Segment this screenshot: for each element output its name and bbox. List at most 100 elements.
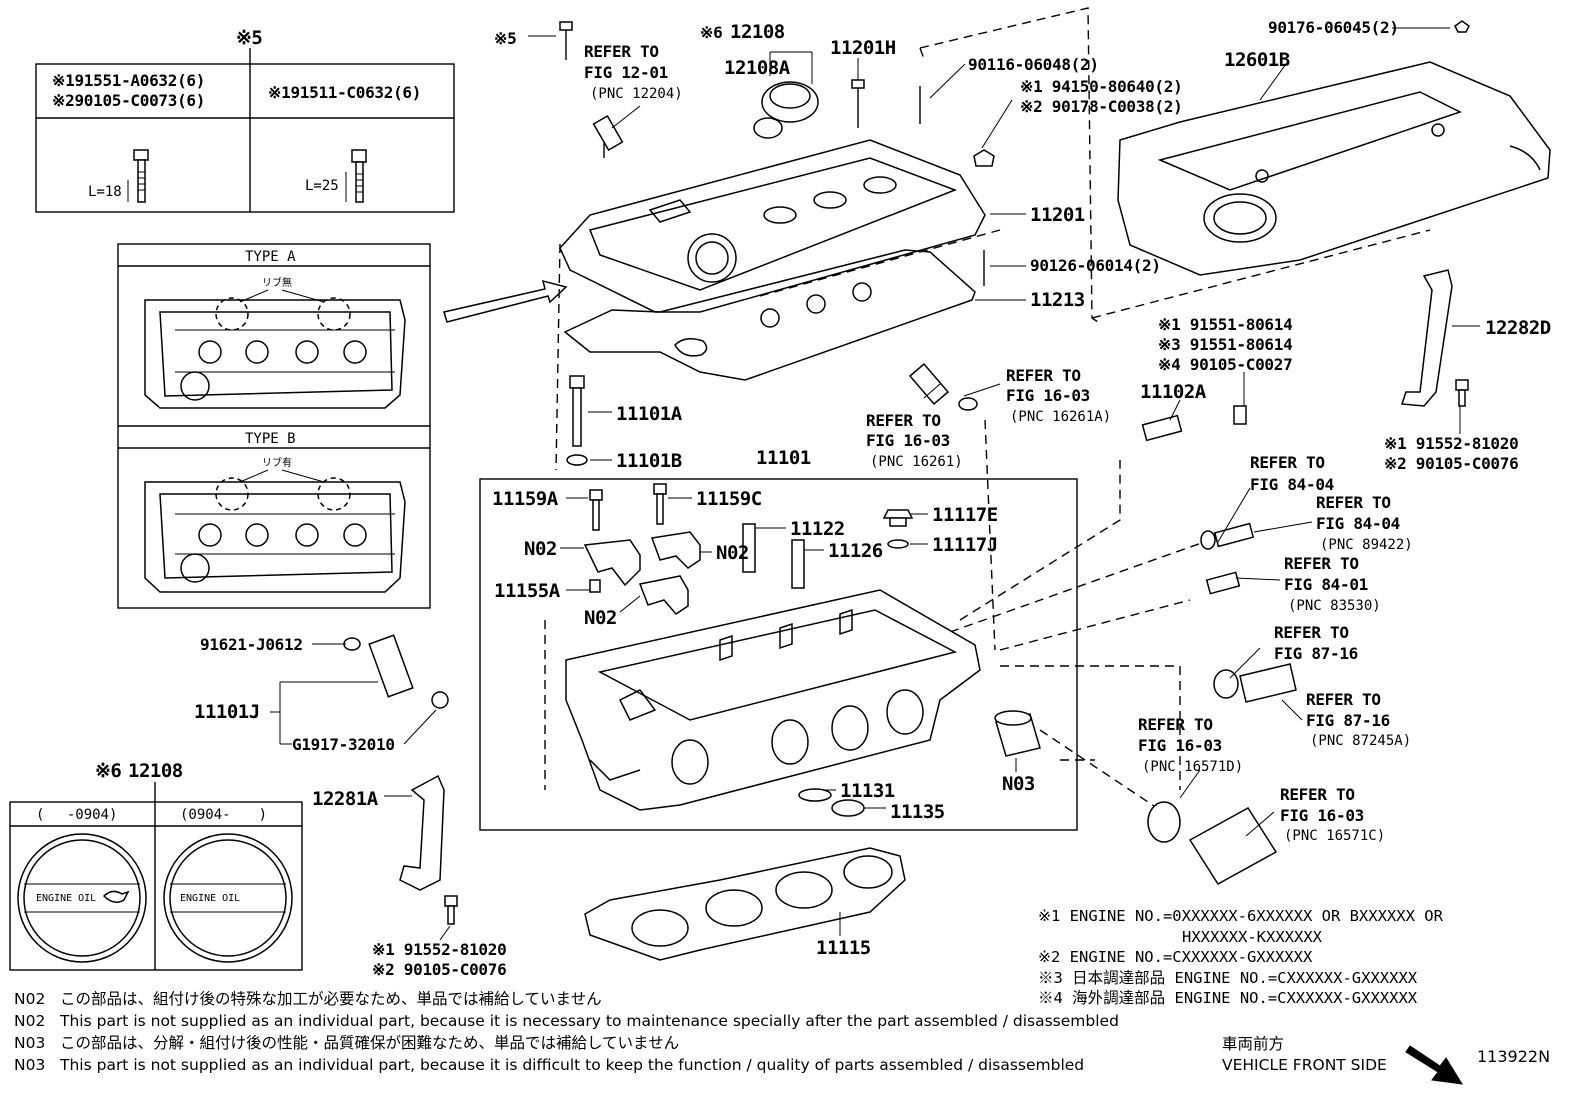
label-n02-a: N02: [524, 538, 557, 560]
label-refer-16-03a-2: FIG 16-03: [1006, 386, 1090, 405]
head-bolt-icon: [566, 375, 588, 466]
label-refer-16-03d-2: FIG 16-03: [1280, 806, 1364, 825]
label-11117E: 11117E: [932, 504, 998, 526]
label-90126: 90126-06014(2): [1030, 256, 1161, 275]
label-91621: 91621-J0612: [200, 635, 303, 654]
oil-cap-mark: ※6: [95, 760, 121, 782]
valve-cover-gasket-icon: [563, 249, 976, 381]
label-n02-c: N02: [584, 607, 617, 629]
label-refer-12-01-line1: REFER TO: [584, 42, 659, 61]
oil-cap-range-new: (0904- ): [180, 807, 267, 823]
front-direction-arrow-icon: [1405, 1045, 1463, 1085]
label-refer-87-16b-3: (PNC 87245A): [1310, 733, 1411, 749]
label-refer-16-03a-3: (PNC 16261A): [1010, 409, 1111, 425]
rib-yes-label: リブ有: [262, 456, 292, 469]
type-a-label: TYPE A: [245, 249, 296, 265]
bolt-l18-icon: [127, 149, 149, 203]
type-b-label: TYPE B: [245, 431, 296, 447]
label-11122: 11122: [790, 518, 845, 540]
bolt-length-18: L=18: [88, 184, 122, 200]
footnote-code: N03: [14, 1034, 46, 1052]
label-11201: 11201: [1030, 204, 1085, 226]
label-12108A: 12108A: [724, 57, 791, 79]
label-11102A: 11102A: [1140, 381, 1207, 403]
leader-lines: [270, 27, 1480, 941]
front-label-jp: 車両前方: [1222, 1035, 1285, 1053]
label-refer-16-03c-2: FIG 16-03: [1138, 736, 1222, 755]
label-refer-16-03c-1: REFER TO: [1138, 715, 1213, 734]
label-90105-right: ※2 90105-C0076: [1384, 454, 1518, 473]
label-91551-a: ※1 91551-80614: [1158, 315, 1292, 334]
valve-cover-type-b-icon: [144, 469, 406, 593]
bolt-col2-label: ※191511-C0632(6): [268, 83, 421, 102]
temp-sensor-icon: [1200, 522, 1255, 550]
label-refer-84-01-3: (PNC 83530): [1288, 598, 1381, 614]
label-11131: 11131: [840, 780, 895, 802]
type-box: TYPE A TYPE B リブ無 リブ有: [117, 243, 431, 609]
footnote-text: This part is not supplied as an individu…: [60, 1056, 1085, 1074]
label-refer-12-01-line3: (PNC 12204): [590, 86, 683, 102]
label-90178: ※2 90178-C0038(2): [1020, 97, 1182, 116]
footnote-code: N03: [14, 1056, 46, 1074]
pcv-valve-icon: [592, 114, 624, 158]
label-11126: 11126: [828, 540, 883, 562]
label-11213: 11213: [1030, 289, 1085, 311]
plug-icon: [882, 509, 914, 549]
label-90116: 90116-06048(2): [968, 55, 1099, 74]
oil-control-valve-icon: [343, 634, 449, 709]
label-91551-b: ※3 91551-80614: [1158, 335, 1292, 354]
label-refer-87-16a-1: REFER TO: [1274, 623, 1349, 642]
pointer-arrow-icon: [443, 279, 568, 323]
footnote-text: この部品は、分解・組付け後の性能・品質確保が困難なため、単品では補給していません: [60, 1034, 680, 1052]
hose-clamp-icon: [1213, 663, 1297, 703]
bolt-table-header: ※5: [236, 27, 262, 49]
part-labels: ※5 REFER TO FIG 12-01 (PNC 12204) ※6 121…: [194, 18, 1551, 979]
bolt-col1-line1: ※191551-A0632(6): [52, 71, 205, 90]
label-refer-84-01-1: REFER TO: [1284, 554, 1359, 573]
label-12282D: 12282D: [1485, 317, 1551, 339]
label-91552-left: ※1 91552-81020: [372, 940, 506, 959]
label-note6: ※6: [700, 23, 722, 42]
footnote-code: N02: [14, 1012, 46, 1030]
label-refer-16-03d-3: (PNC 16571C): [1284, 828, 1385, 844]
bolt-length-25: L=25: [305, 178, 339, 194]
label-90176: 90176-06045(2): [1268, 18, 1399, 37]
engine-cover-icon: [1117, 61, 1551, 276]
label-refer-16-03a-1: REFER TO: [1006, 366, 1081, 385]
knock-sensor-icon: [1205, 571, 1241, 595]
label-refer-84-04a-1: REFER TO: [1250, 453, 1325, 472]
label-refer-84-04b-1: REFER TO: [1316, 493, 1391, 512]
engine-note-4: ※4 海外調達部品 ENGINE NO.=CXXXXXX-GXXXXXX: [1038, 989, 1418, 1007]
cylinder-head-icon: [565, 589, 981, 811]
engine-note-3: ※3 日本調達部品 ENGINE NO.=CXXXXXX-GXXXXXX: [1038, 968, 1418, 987]
label-11159C: 11159C: [696, 488, 762, 510]
label-refer-16-03b-3: (PNC 16261): [870, 454, 963, 470]
label-refer-16-03b-2: FIG 16-03: [866, 431, 950, 450]
oil-cap-new-icon: ENGINE OIL: [163, 833, 293, 963]
label-12108: 12108: [730, 21, 785, 43]
label-G1917: G1917-32010: [292, 735, 395, 754]
label-11155A: 11155A: [494, 580, 561, 602]
bolt-l25-icon: [345, 149, 367, 203]
footnote-code: N02: [14, 990, 46, 1008]
lift-bracket-right-icon: [1400, 269, 1469, 407]
label-11101B: 11101B: [616, 450, 682, 472]
engine-note-1: ※1 ENGINE NO.=0XXXXXX-6XXXXXX OR BXXXXXX…: [1038, 907, 1443, 925]
label-refer-87-16b-1: REFER TO: [1306, 690, 1381, 709]
water-hose-icon: [1147, 801, 1278, 885]
oil-cap-old-icon: ENGINE OIL: [17, 833, 147, 963]
cylinder-head-frame: [479, 478, 1078, 831]
label-94150: ※1 94150-80640(2): [1020, 77, 1182, 96]
rib-none-label: リブ無: [262, 276, 292, 289]
seals-icon: [798, 788, 865, 817]
oil-cap-table: ※6 12108 ( -0904) (0904- ) ENGINE OIL EN…: [9, 760, 303, 971]
valve-cover-icon: [559, 139, 986, 313]
cap-bolts-icon: [589, 483, 667, 531]
label-refer-84-04b-3: (PNC 89422): [1320, 537, 1413, 553]
label-refer-84-04b-2: FIG 84-04: [1316, 514, 1400, 533]
sleeve-n03-icon: [994, 710, 1041, 757]
bolt-col1-line2: ※290105-C0073(6): [52, 91, 205, 110]
